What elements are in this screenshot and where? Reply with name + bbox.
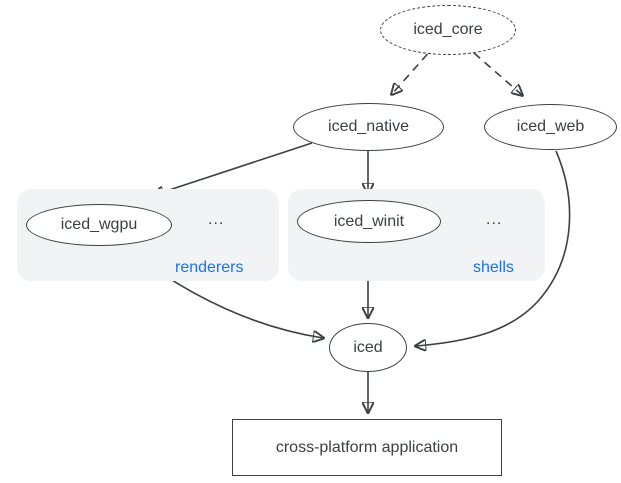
node-iced-web: iced_web [484,104,617,150]
edge-core-to-web [473,52,522,95]
shells-ellipsis: ... [486,211,503,228]
edge-native-to-wgpu [154,142,313,195]
node-cross-platform-application: cross-platform application [232,419,502,476]
renderers-ellipsis: ... [208,211,225,228]
group-shells-label: shells [473,259,514,276]
node-iced: iced [329,323,407,372]
node-iced-native: iced_native [293,103,444,151]
edge-core-to-native [392,53,429,94]
node-iced-wgpu: iced_wgpu [26,204,172,246]
group-renderers-label: renderers [175,259,244,276]
node-iced-winit: iced_winit [297,200,441,243]
node-iced-core: iced_core [380,5,516,55]
